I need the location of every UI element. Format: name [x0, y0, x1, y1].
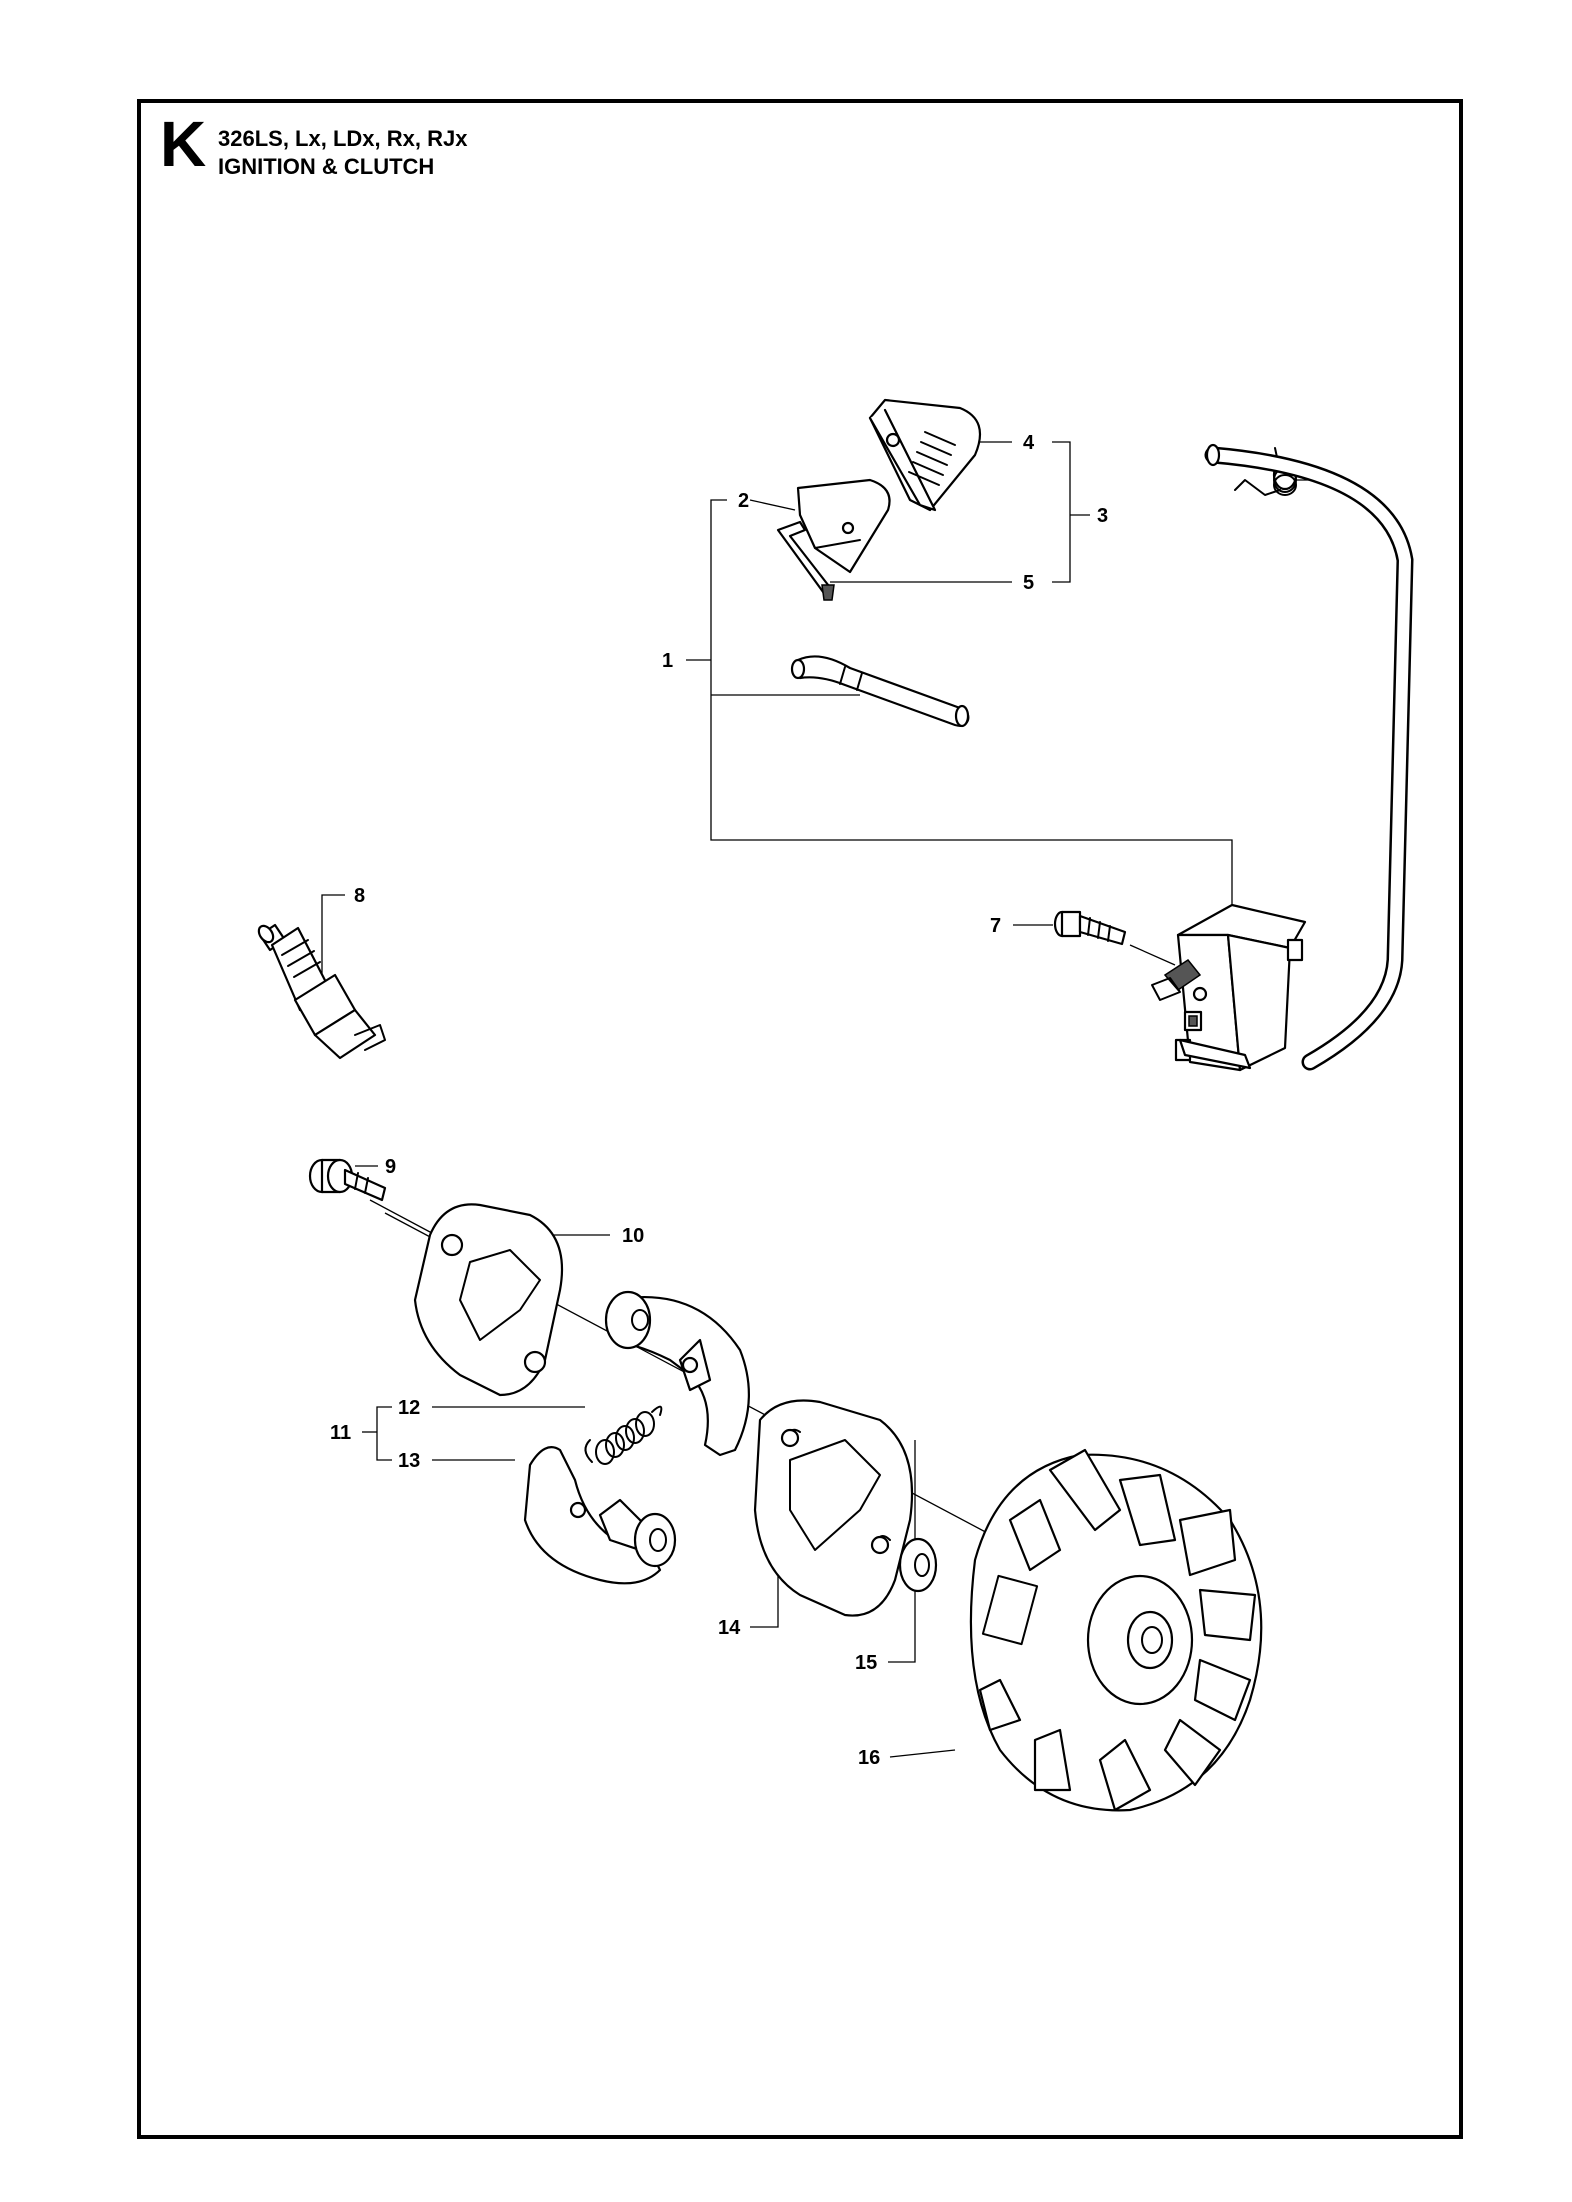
wire-clip-part-5: [776, 520, 835, 601]
washer-plate-part-10: [413, 1203, 564, 1397]
clutch-shoe-upper: [604, 1290, 750, 1457]
plate-part-2: [796, 478, 891, 574]
callout-5: 5: [1023, 572, 1034, 594]
callout-14: 14: [718, 1617, 741, 1639]
flywheel-part-16: [969, 1448, 1263, 1812]
callout-11: 11: [330, 1422, 351, 1444]
callout-8: 8: [354, 885, 365, 907]
model-list: 326LS, Lx, LDx, Rx, RJx: [218, 126, 468, 151]
bolt-part-9: [308, 1158, 387, 1202]
callout-1: 1: [662, 650, 673, 672]
callout-4: 4: [1023, 432, 1035, 454]
section-title: IGNITION & CLUTCH: [218, 154, 435, 179]
clutch-spring-part-12: [584, 1405, 663, 1465]
callout-2: 2: [738, 490, 749, 512]
callout-10: 10: [622, 1225, 644, 1247]
page-frame: [137, 99, 1463, 2139]
ignition-lead-tube: [790, 655, 970, 728]
clutch-plate-part-14: [753, 1399, 914, 1617]
callout-12: 12: [398, 1397, 420, 1419]
callout-15: 15: [855, 1652, 877, 1674]
callout-9: 9: [385, 1156, 396, 1178]
washer-part-15: [898, 1537, 938, 1593]
section-letter: K: [160, 108, 207, 180]
screw-part-7: [1053, 910, 1127, 946]
callout-3: 3: [1097, 505, 1108, 527]
ignition-cover-part-4: [868, 398, 982, 512]
clutch-shoe-part-13: [523, 1446, 677, 1585]
callout-7: 7: [990, 915, 1001, 937]
callout-13: 13: [398, 1450, 420, 1472]
spark-plug-part-8: [257, 923, 386, 1060]
callout-16: 16: [858, 1747, 880, 1769]
ignition-module-part-1: [1151, 903, 1307, 1072]
ht-lead: [1204, 443, 1414, 1071]
